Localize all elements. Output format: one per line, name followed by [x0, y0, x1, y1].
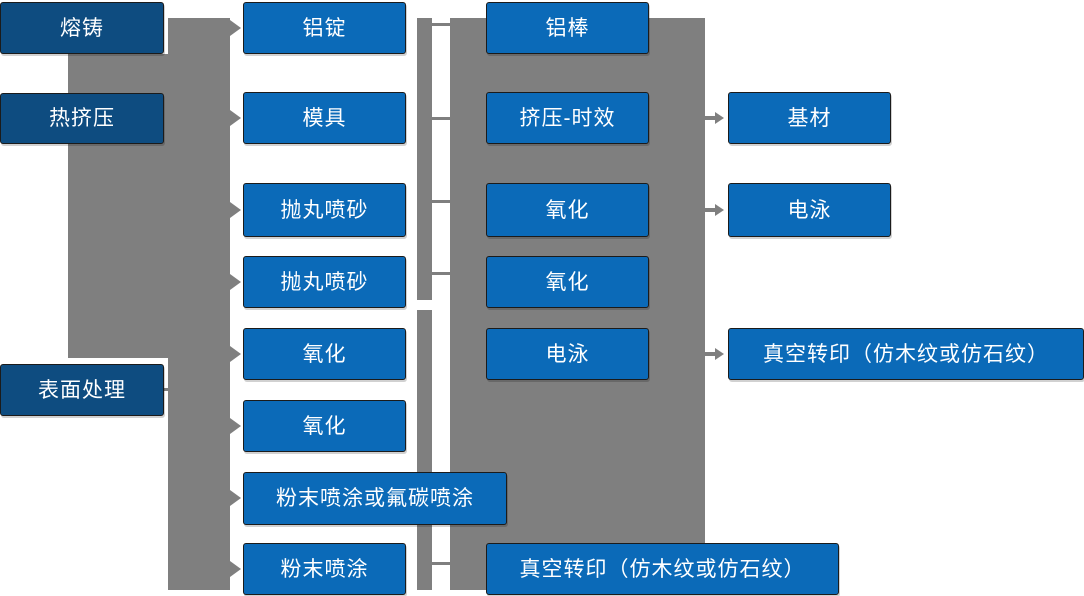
step2-box-2[interactable]: 挤压-时效: [486, 92, 649, 144]
step1-box-6[interactable]: 氧化: [243, 400, 406, 452]
arrow-stage-to-step1-4-icon: [230, 274, 241, 290]
step2-box-3-label: 氧化: [545, 198, 590, 222]
connector-surface-treatment-line: [164, 388, 190, 391]
stage-box-2[interactable]: 热挤压: [0, 93, 164, 144]
step1-box-7-label: 粉末喷涂或氟碳喷涂: [276, 487, 474, 510]
step3-box-1[interactable]: 基材: [728, 92, 891, 144]
arrow-step2-to-step3-3-line: [705, 352, 717, 356]
step2-box-3[interactable]: 氧化: [486, 183, 649, 237]
arrow-step2-to-step3-2-icon: [715, 204, 724, 216]
step3-box-3[interactable]: 真空转印（仿木纹或仿石纹）: [728, 328, 1084, 380]
stage-box-2-label: 热挤压: [49, 107, 115, 130]
stage-box-3-label: 表面处理: [38, 378, 126, 402]
bridge-line-4: [430, 272, 452, 275]
step3-box-2-label: 电泳: [787, 198, 832, 222]
arrow-step2-to-step3-3-icon: [715, 348, 724, 360]
stage-box-3[interactable]: 表面处理: [0, 364, 164, 416]
arrow-stage-to-step1-5-icon: [230, 346, 241, 362]
step2-box-5[interactable]: 电泳: [486, 328, 649, 380]
bridge-line-3: [430, 200, 452, 203]
step2-box-1[interactable]: 铝棒: [486, 2, 649, 54]
stage-box-1[interactable]: 熔铸: [0, 2, 164, 54]
connector-main-left-bar: [168, 18, 230, 590]
connector-step1-collector-bar: [417, 18, 432, 300]
arrow-step2-to-step3-2-line: [705, 208, 717, 212]
step2-box-4[interactable]: 氧化: [486, 256, 649, 308]
step1-box-2[interactable]: 铝锭: [243, 2, 406, 54]
step1-box-7[interactable]: 粉末喷涂或氟碳喷涂: [243, 472, 507, 525]
arrow-down-to-hot-extrusion-icon: [69, 78, 87, 88]
step1-box-1[interactable]: 抛丸喷砂: [243, 183, 406, 237]
arrow-stage-to-step1-3-icon: [230, 202, 241, 218]
arrow-stage-to-step1-7-icon: [230, 490, 241, 506]
arrow-stage-to-step1-8-icon: [230, 561, 241, 577]
step3-box-3-label: 真空转印（仿木纹或仿石纹）: [763, 342, 1049, 366]
step3-box-2[interactable]: 电泳: [728, 183, 891, 237]
step1-box-5[interactable]: 氧化: [243, 328, 406, 380]
step2-box-2-label: 挤压-时效: [519, 106, 616, 130]
arrow-step2-to-step3-1-icon: [715, 112, 724, 124]
step2-box-5-label: 电泳: [545, 342, 590, 366]
bridge-line-5: [430, 562, 452, 565]
arrow-stage-to-step1-1-icon: [230, 20, 241, 36]
step2-box-6[interactable]: 真空转印（仿木纹或仿石纹）: [486, 543, 839, 595]
step1-box-5-label: 氧化: [302, 342, 347, 366]
step1-box-3-label: 模具: [302, 106, 347, 130]
step1-box-2-label: 铝锭: [302, 16, 347, 40]
connector-stage-vertical-bottom: [68, 144, 168, 366]
step1-box-8[interactable]: 粉末喷涂: [243, 543, 406, 595]
arrow-step2-to-step3-1-line: [705, 116, 717, 120]
arrow-stage-to-step1-2-icon: [230, 110, 241, 126]
step3-box-1-label: 基材: [787, 106, 832, 130]
step2-box-1-label: 铝棒: [545, 16, 590, 40]
step1-box-4-label: 抛丸喷砂: [280, 270, 369, 294]
stage-box-1-label: 熔铸: [60, 16, 104, 40]
step1-box-1-label: 抛丸喷砂: [280, 198, 369, 222]
step1-box-4[interactable]: 抛丸喷砂: [243, 256, 406, 308]
step2-box-4-label: 氧化: [545, 270, 590, 294]
arrow-stage-to-step1-6-icon: [230, 418, 241, 434]
step1-box-3[interactable]: 模具: [243, 92, 406, 144]
bridge-line-2: [430, 117, 452, 120]
step2-box-6-label: 真空转印（仿木纹或仿石纹）: [519, 557, 806, 581]
step1-box-8-label: 粉末喷涂: [280, 557, 369, 581]
arrow-down-to-surface-treatment-icon: [69, 340, 87, 350]
bridge-line-1: [430, 23, 452, 26]
connector-step1-collector-bar-lower: [417, 310, 432, 590]
step1-box-6-label: 氧化: [302, 414, 347, 438]
